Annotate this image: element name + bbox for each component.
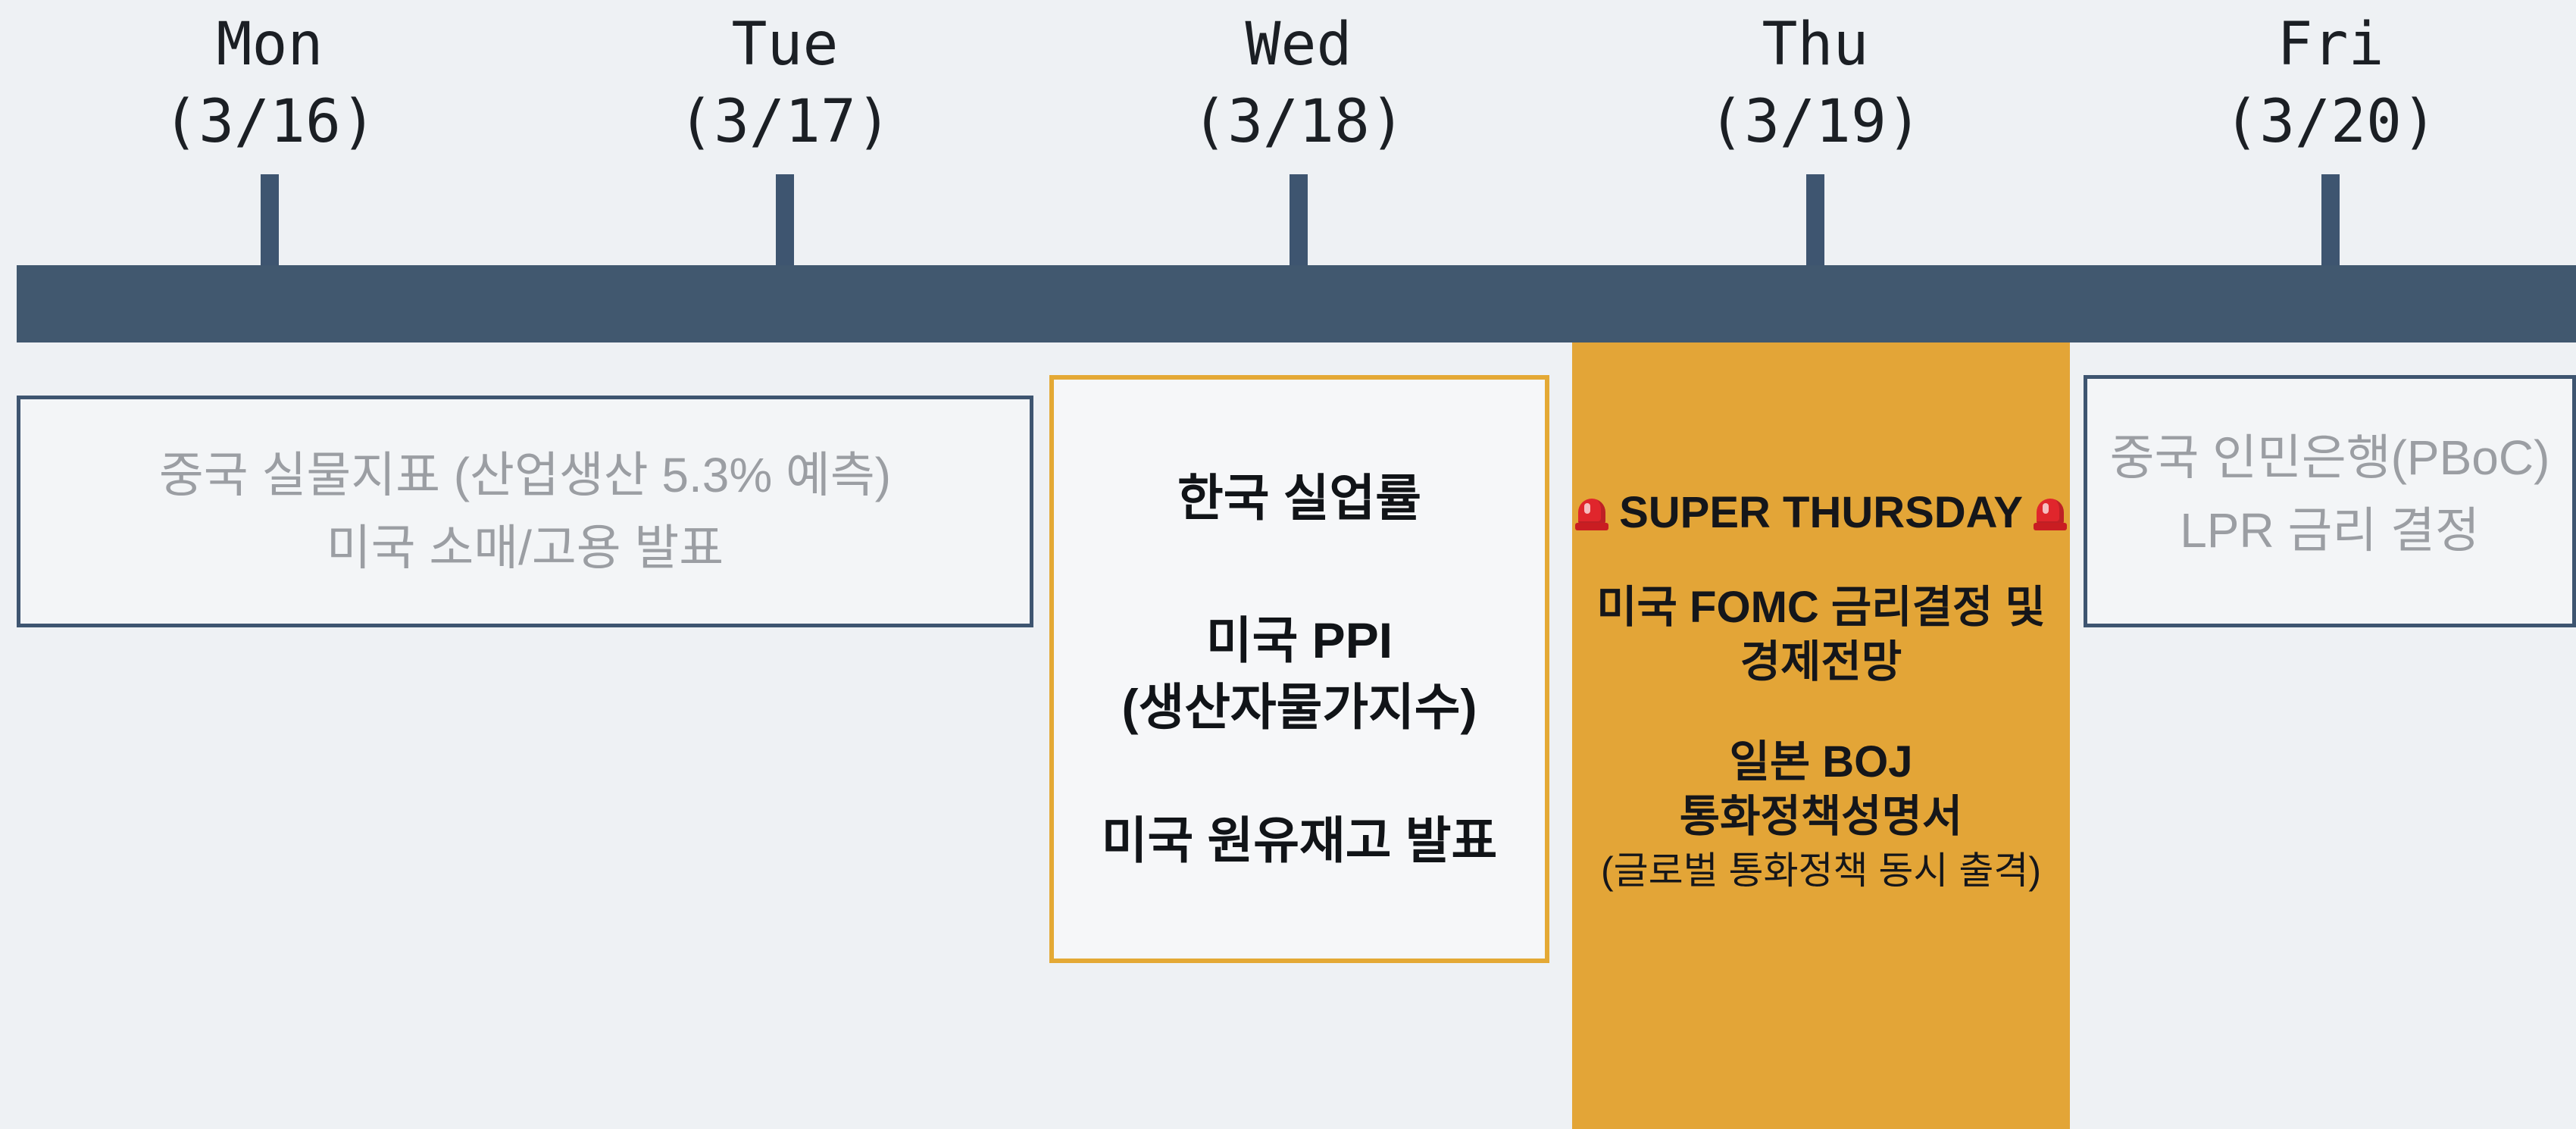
day-name: Tue	[731, 11, 839, 79]
siren-icon	[2033, 494, 2067, 532]
event-item: 통화정책성명서	[1679, 792, 1963, 841]
day-name: Thu	[1762, 11, 1869, 79]
event-text: 미국 소매/고용 발표	[326, 521, 724, 575]
event-text: 중국 인민은행(PBoC)	[2109, 430, 2550, 485]
event-box-mon: 중국 실물지표 (산업생산 5.3% 예측) 미국 소매/고용 발표	[17, 396, 1033, 627]
event-item: 한국 실업률	[1177, 470, 1421, 526]
event-text: LPR 금리 결정	[2180, 502, 2480, 558]
day-header-fri: Fri (3/20)	[2171, 6, 2490, 161]
timeline-tick-mon	[261, 174, 279, 271]
event-text: 중국 실물지표 (산업생산 5.3% 예측)	[158, 448, 892, 502]
timeline-tick-wed	[1290, 174, 1308, 271]
day-name: Mon	[216, 11, 324, 79]
timeline-tick-fri	[2321, 174, 2340, 271]
super-thursday-title: SUPER THURSDAY	[1565, 479, 2077, 547]
event-box-wed: 한국 실업률 미국 PPI (생산자물가지수) 미국 원유재고 발표	[1049, 375, 1549, 963]
super-thursday-label: SUPER THURSDAY	[1619, 488, 2023, 537]
day-date: (3/19)	[1708, 88, 1922, 156]
siren-icon	[1575, 494, 1609, 532]
day-date: (3/17)	[678, 88, 892, 156]
day-header-wed: Wed (3/18)	[1140, 6, 1458, 161]
event-box-fri: 중국 인민은행(PBoC) LPR 금리 결정	[2084, 375, 2576, 627]
event-note: (글로벌 통화정책 동시 출격)	[1601, 849, 2041, 892]
day-header-thu: Thu (3/19)	[1656, 6, 1974, 161]
day-date: (3/20)	[2224, 88, 2437, 156]
timeline-bar	[17, 265, 2576, 342]
event-item: 일본 BOJ	[1729, 737, 1913, 787]
event-item: 미국 원유재고 발표	[1101, 812, 1498, 868]
day-header-mon: Mon (3/16)	[111, 6, 429, 161]
event-item: 경제전망	[1740, 637, 1902, 686]
event-item: 미국 PPI	[1205, 612, 1393, 668]
day-name: Fri	[2277, 11, 2384, 79]
day-name: Wed	[1245, 11, 1352, 79]
day-header-tue: Tue (3/17)	[626, 6, 944, 161]
day-date: (3/18)	[1192, 88, 1405, 156]
timeline-tick-thu	[1806, 174, 1824, 271]
event-item: (생산자물가지수)	[1121, 679, 1477, 735]
day-date: (3/16)	[163, 88, 377, 156]
timeline-tick-tue	[776, 174, 794, 271]
event-box-thu-highlight: SUPER THURSDAY 미국 FOMC 금리결정 및 경제전망 일본 BO…	[1572, 342, 2070, 1129]
event-item: 미국 FOMC 금리결정 및	[1596, 583, 2046, 632]
